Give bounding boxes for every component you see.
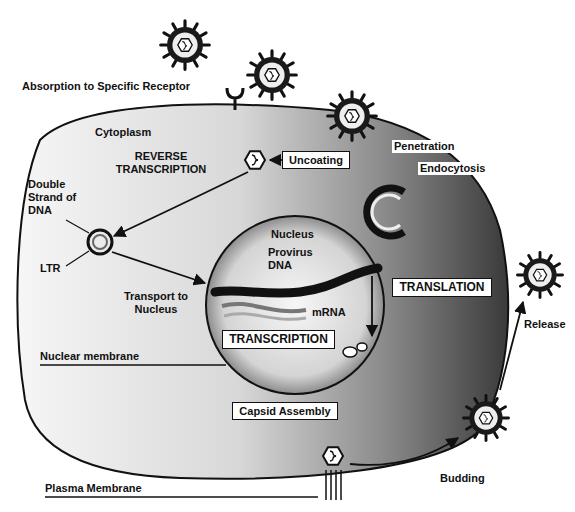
part-label: Endocytosis — [418, 162, 487, 175]
part-label: Provirus DNA — [268, 246, 324, 272]
process-box: TRANSLATION — [392, 278, 492, 297]
box-label: TRANSLATION — [393, 279, 491, 296]
process-box: TRANSCRIPTION — [222, 330, 335, 349]
region-label: Nucleus — [271, 228, 314, 241]
part-label: Budding — [440, 472, 485, 485]
part-label: Plasma Membrane — [45, 482, 142, 495]
part-label: REVERSE TRANSCRIPTION — [105, 150, 217, 176]
box-label: Uncoating — [283, 152, 349, 168]
process-box: Uncoating — [282, 151, 350, 169]
region-label: Cytoplasm — [95, 126, 151, 139]
box-label: TRANSCRIPTION — [223, 331, 334, 348]
part-label: Release — [524, 318, 566, 331]
part-label: Absorption to Specific Receptor — [22, 80, 190, 93]
nucleus: NucleusTRANSCRIPTION — [205, 215, 385, 395]
part-label: Double Strand of DNA — [28, 178, 92, 217]
process-box: Capsid Assembly — [232, 402, 338, 420]
part-label: Penetration — [392, 140, 457, 153]
part-label: LTR — [40, 262, 61, 275]
nucleus-outline — [205, 215, 385, 395]
part-label: mRNA — [312, 306, 346, 319]
part-label: Nuclear membrane — [40, 350, 139, 363]
box-label: Capsid Assembly — [233, 403, 337, 419]
part-label: Transport to Nucleus — [115, 290, 197, 316]
